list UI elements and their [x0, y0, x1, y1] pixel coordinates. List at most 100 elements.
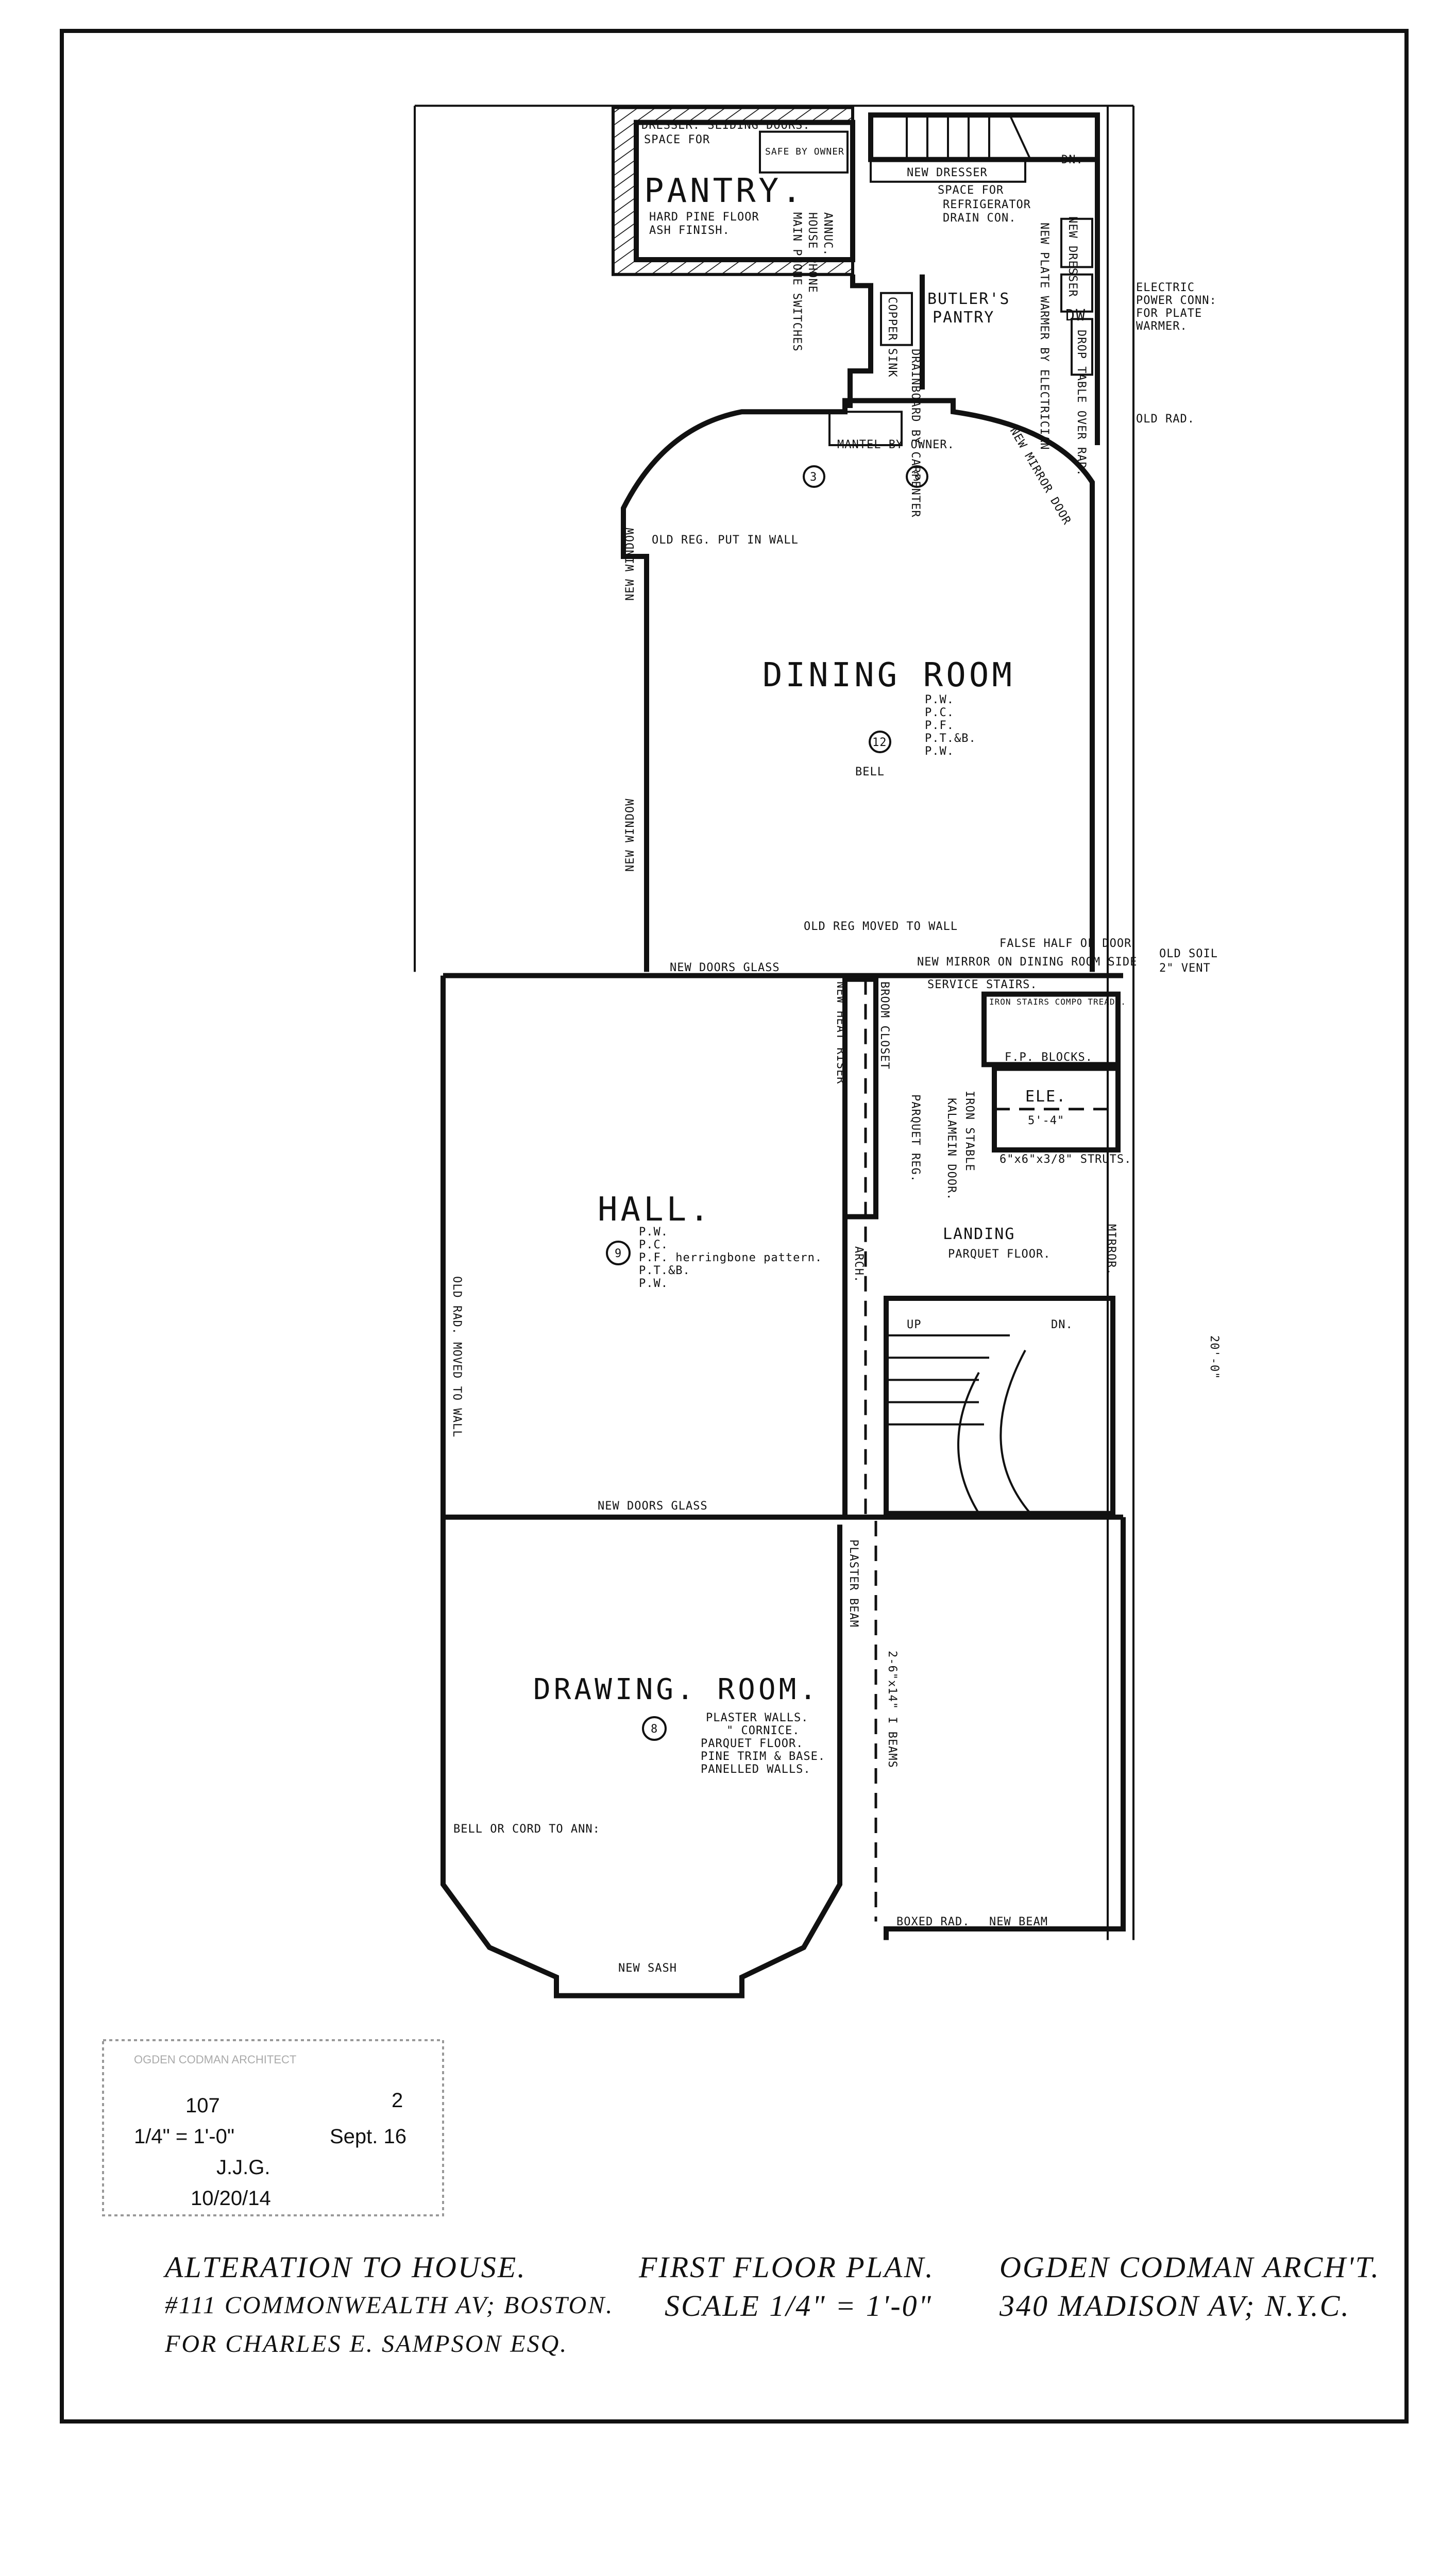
plate-warmer-note: NEW PLATE WARMER BY ELECTRICIAN — [1038, 223, 1051, 450]
svg-text:8: 8 — [651, 1723, 658, 1736]
landing-and-stair: LANDING PARQUET FLOOR. — [943, 1225, 1051, 1261]
electric-note: WARMER. — [1136, 320, 1188, 333]
butlers-pantry-walls — [850, 160, 1097, 445]
pantry-fixture: SAFE BY OWNER — [765, 146, 844, 157]
hall-finish: P.T.&B. — [639, 1264, 690, 1277]
dining-finish: P.T.&B. — [925, 732, 976, 745]
dining-finish: P.W. — [925, 693, 954, 706]
pantry-label: PANTRY. — [644, 172, 805, 210]
main-stair — [886, 1298, 1113, 1514]
drain-note: DRAIN CON. — [943, 212, 1016, 225]
svg-text:9: 9 — [615, 1247, 622, 1260]
new-window-note: NEW WINDOW — [624, 528, 637, 601]
drawing-room-label: DRAWING. ROOM. — [533, 1673, 820, 1706]
service-note: NEW MIRROR ON DINING ROOM SIDE — [917, 956, 1137, 969]
drawing-note: NEW BEAM — [989, 1916, 1048, 1928]
service-note: F.P. BLOCKS. — [1005, 1051, 1093, 1064]
stamp-job-no: 107 — [185, 2094, 220, 2117]
floor-plan-drawing: PANTRY. HARD PINE FLOOR ASH FINISH. DRES… — [60, 29, 1409, 2424]
drainboard-note: DRAINBOARD BY CARPENTER — [909, 349, 922, 518]
butlers-pantry-label: PANTRY — [933, 309, 994, 327]
drawing-finish: PINE TRIM & BASE. — [701, 1750, 825, 1763]
light-fixture-icon: 9 — [607, 1242, 630, 1264]
service-note: SERVICE STAIRS. — [927, 978, 1038, 991]
refrigerator-note: REFRIGERATOR — [943, 198, 1031, 211]
stamp-revised: 10/20/14 — [191, 2187, 271, 2210]
service-note: BROOM CLOSET — [878, 981, 891, 1070]
plan-geometry — [415, 106, 1133, 1995]
drawing-note: NEW SASH — [618, 1962, 677, 1975]
dining-finish: P.W. — [925, 745, 954, 758]
pantry-fixture: MAIN PHONE SWITCHES — [790, 212, 803, 352]
stamp-date: Sept. 16 — [330, 2125, 406, 2148]
pantry-note: HARD PINE FLOOR — [649, 211, 759, 224]
new-dresser-note: NEW DRESSER — [907, 166, 988, 179]
drawing-finish: PANELLED WALLS. — [701, 1763, 811, 1776]
landing-note: PARQUET FLOOR. — [948, 1248, 1051, 1261]
drawing-finish: " CORNICE. — [726, 1724, 800, 1737]
dimension-20ft: 20'-0" — [1208, 1335, 1221, 1379]
service-area-walls — [871, 115, 1097, 182]
service-note: MIRROR. — [1105, 1224, 1117, 1276]
pantry-fixture: HOUSE PHONE — [806, 212, 819, 293]
hall-note: UP — [907, 1318, 922, 1331]
landing-label: LANDING — [943, 1225, 1015, 1243]
hall-finish: P.C. — [639, 1239, 668, 1251]
service-core-walls — [443, 976, 1123, 1217]
butlers-pantry-room: BUTLER'S PANTRY COPPER SINK DRAINBOARD B… — [886, 216, 1217, 518]
service-note: IRON STAIRS COMPO TREADS. — [989, 997, 1126, 1007]
hall-note: NEW DOORS GLASS — [598, 1500, 708, 1513]
dining-room-walls — [623, 401, 1092, 972]
service-note: 5'-4" — [1028, 1114, 1064, 1127]
hall-note: DN. — [1051, 1318, 1073, 1331]
service-note: 2" VENT — [1159, 962, 1211, 975]
service-note: FALSE HALF OF DOOR — [999, 937, 1131, 950]
mantel-note: MANTEL BY OWNER. — [837, 438, 955, 451]
dining-finish: P.C. — [925, 706, 954, 719]
bell-note: BELL — [855, 766, 885, 778]
butlers-pantry-label: BUTLER'S — [927, 290, 1010, 308]
project-address: #111 COMMONWEALTH AV; BOSTON. — [165, 2292, 614, 2319]
architect-name: OGDEN CODMAN ARCH'T. — [999, 2250, 1380, 2284]
service-area-top: NEW DRESSER SPACE FOR REFRIGERATOR DRAIN… — [907, 154, 1083, 225]
service-note: OLD REG MOVED TO WALL — [804, 920, 958, 933]
dining-room-label: DINING ROOM — [763, 656, 1015, 694]
dumbwaiter-note: DW — [1065, 307, 1086, 325]
project-title: ALTERATION TO HOUSE. — [163, 2250, 527, 2284]
new-window-note: NEW WINDOW — [624, 799, 637, 872]
service-note: IRON STABLE — [963, 1091, 976, 1172]
electric-note: POWER CONN: — [1136, 294, 1217, 307]
drawing-room: DRAWING. ROOM. 8 PLASTER WALLS. " CORNIC… — [453, 1539, 1048, 1975]
drawing-note: 2-6"x14" I BEAMS — [886, 1651, 899, 1768]
drawing-note: PLASTER BEAM — [847, 1539, 860, 1628]
space-for-note: SPACE FOR — [938, 184, 1004, 197]
pantry-fixture: SPACE FOR — [644, 133, 710, 146]
svg-text:3: 3 — [810, 471, 817, 484]
stamp-header: OGDEN CODMAN ARCHITECT — [134, 2053, 296, 2066]
service-note: PARQUET REG. — [909, 1094, 922, 1182]
hall-finish: P.W. — [639, 1277, 668, 1290]
down-note: DN. — [1061, 154, 1083, 166]
hall-room: HALL. 9 P.W. P.C. P.F. herringbone patte… — [450, 1191, 1073, 1513]
office-stamp: OGDEN CODMAN ARCHITECT 107 2 1/4" = 1'-0… — [102, 2039, 444, 2216]
svg-text:12: 12 — [872, 736, 887, 749]
light-fixture-icon: 12 — [870, 732, 890, 752]
hall-note: OLD RAD. MOVED TO WALL — [450, 1276, 463, 1437]
sheet-border — [60, 29, 1409, 2424]
pantry-note: ASH FINISH. — [649, 224, 730, 237]
service-note: KALAMEIN DOOR. — [945, 1098, 958, 1200]
dining-finish: P.F. — [925, 719, 954, 732]
drawing-finish: PARQUET FLOOR. — [701, 1737, 803, 1750]
title-block: ALTERATION TO HOUSE. #111 COMMONWEALTH A… — [163, 2250, 1380, 2358]
service-note: NEW HEAT RISER — [834, 981, 847, 1084]
service-note: 6"x6"x3/8" STRUTS. — [999, 1153, 1131, 1166]
service-note: OLD SOIL — [1159, 947, 1218, 960]
electric-note: FOR PLATE — [1136, 307, 1202, 320]
old-reg-note: OLD REG. PUT IN WALL — [652, 534, 799, 547]
project-client: FOR CHARLES E. SAMPSON ESQ. — [164, 2330, 568, 2358]
stamp-scale: 1/4" = 1'-0" — [134, 2125, 234, 2148]
old-rad-note: OLD RAD. — [1136, 413, 1195, 426]
pantry-fixture: ANNUC. — [821, 212, 834, 256]
stamp-sheet-no: 2 — [392, 2089, 403, 2112]
light-fixture-icon: 3 — [804, 466, 824, 487]
